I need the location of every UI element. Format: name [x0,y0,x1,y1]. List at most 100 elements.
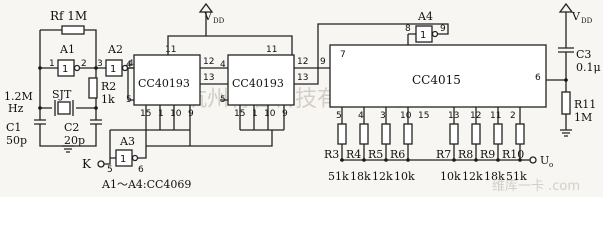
svg-text:10: 10 [400,111,412,121]
svg-text:3: 3 [380,111,386,121]
vdd-label-1: V [203,10,213,23]
resistor-label: R5 [368,148,383,161]
key-terminal [97,160,105,168]
c2-label: C2 [64,121,79,134]
svg-text:9: 9 [320,57,326,67]
svg-text:6: 6 [138,165,144,175]
svg-text:o: o [549,161,553,169]
rf-label: Rf 1M [50,9,87,23]
svg-text:13: 13 [297,73,308,83]
gate-series-note: A1～A4:CC4069 [101,178,191,191]
resistor-r2 [88,77,98,99]
ic-counter-1-label: CC40193 [138,77,190,90]
svg-text:12: 12 [297,57,308,67]
resistor-value: 12k [372,170,393,183]
svg-text:9: 9 [188,109,194,119]
resistor-label: R4 [346,148,361,161]
ic-counter-2-label: CC40193 [232,77,284,90]
svg-text:13: 13 [203,73,214,83]
pin-a2-in: 3 [97,59,103,69]
resistor-label: R8 [458,148,473,161]
ground-symbol [62,145,74,153]
resistor-value: 18k [350,170,371,183]
r11-label: R11 [574,98,596,111]
c1-label: C1 [6,121,21,134]
resistor-r5 [381,123,391,145]
r2-value: 1k [101,93,115,106]
resistor-r7 [449,123,459,145]
gate-a1-symbol: 1 [62,64,68,75]
c3-label: C3 [576,48,591,61]
ic-counter-2 [227,54,295,106]
circuit-diagram: 杭州将睿科技有限公司 Rf 1M A1 1 1 2 A2 1 3 4 1.2M … [4,2,601,194]
svg-text:10: 10 [170,109,182,119]
svg-text:11: 11 [266,45,277,55]
resistor-rf [61,25,85,35]
svg-text:6: 6 [535,73,541,83]
c2-value: 20p [64,134,85,147]
rf-wires [39,29,97,68]
resistor-label: R3 [324,148,339,161]
output-label: U [540,154,549,167]
resistor-value: 12k [462,170,483,183]
resistor-ladder: R351kR418kR512kR610kR710kR812kR918kR1051… [324,107,527,183]
resistor-value: 18k [484,170,505,183]
svg-text:DD: DD [213,17,225,25]
output-terminal [529,156,537,164]
svg-text:4: 4 [126,60,132,70]
shift-register-bottom-pins: 5 4 3 10 15 13 12 11 2 [336,111,516,121]
svg-text:11: 11 [165,45,176,55]
svg-text:1: 1 [252,109,258,119]
resistor-label: R7 [436,148,451,161]
svg-text:7: 7 [340,50,346,60]
crystal-label: SJT [52,88,72,101]
gate-a2-symbol: 1 [110,64,116,75]
svg-text:8: 8 [405,24,411,34]
ic-shift-register-label: CC4015 [412,73,461,87]
svg-text:DD: DD [581,17,593,25]
r2-label: R2 [101,80,116,93]
ic-counter-1 [133,54,201,106]
resistor-value: 10k [394,170,415,183]
svg-text:4: 4 [358,111,364,121]
resistor-value: 51k [506,170,527,183]
resistor-r4 [359,123,369,145]
resistor-r9 [493,123,503,145]
vdd-arrow-2 [558,2,574,13]
svg-text:9: 9 [440,24,446,34]
key-label: K [82,157,92,171]
gate-a4-symbol: 1 [420,30,426,41]
gate-a1-bubble [73,64,81,72]
svg-text:12: 12 [203,57,214,67]
svg-text:5: 5 [107,165,113,175]
resistor-r3 [337,123,347,145]
crystal-unit: Hz [8,102,24,115]
c3-value: 0.1μ [576,61,601,74]
svg-text:15: 15 [418,111,429,121]
resistor-value: 51k [328,170,349,183]
gate-a3-label: A3 [119,135,135,148]
resistor-value: 10k [440,170,461,183]
c1-value: 50p [6,134,27,147]
vdd-label-2: V [571,10,581,23]
gate-a2-label: A2 [107,43,123,56]
gate-a1-label: A1 [59,43,75,56]
resistor-r8 [471,123,481,145]
svg-text:9: 9 [282,109,288,119]
pin-a1-in: 1 [49,59,55,69]
svg-text:10: 10 [264,109,276,119]
pin-a1-out: 2 [81,59,87,69]
ic-shift-register [329,44,547,108]
resistor-label: R6 [390,148,405,161]
crystal-freq: 1.2M [4,90,33,103]
gate-a3-symbol: 1 [120,154,126,165]
gate-a4-label: A4 [417,10,433,23]
resistor-r6 [403,123,413,145]
svg-text:5: 5 [336,111,342,121]
resistor-label: R10 [502,148,524,161]
r11-value: 1M [574,111,592,124]
svg-text:4: 4 [220,60,226,70]
pin-a2-out: 4 [128,59,134,69]
resistor-r10 [515,123,525,145]
svg-text:1: 1 [158,109,164,119]
